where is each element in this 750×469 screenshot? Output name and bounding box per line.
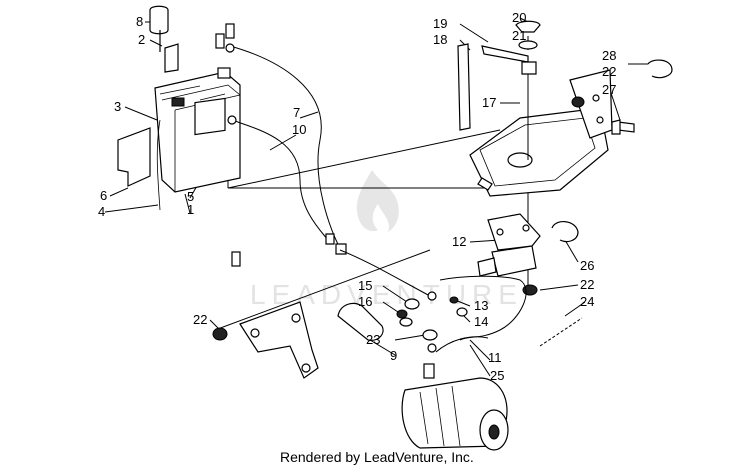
- callout-27: 27: [602, 82, 616, 97]
- callout-6: 6: [100, 188, 107, 203]
- starter-bracket: [212, 301, 319, 379]
- callout-8: 8: [136, 14, 143, 29]
- callout-10: 10: [292, 122, 306, 137]
- callout-3: 3: [114, 99, 121, 114]
- callout-17: 17: [482, 95, 496, 110]
- callout-22-solenoid: 22: [580, 277, 594, 292]
- terminal-boot: [337, 302, 384, 341]
- tray-hardware: [571, 59, 673, 135]
- spring-and-clip: [522, 221, 583, 347]
- callout-9: 9: [390, 348, 397, 363]
- callout-21: 21: [512, 28, 526, 43]
- callout-5: 5: [187, 189, 194, 204]
- callout-7: 7: [293, 105, 300, 120]
- battery-tray: [469, 69, 613, 197]
- watermark: LEADVENTURE: [250, 170, 517, 310]
- battery: [149, 5, 241, 211]
- callout-11: 11: [488, 350, 502, 365]
- battery-cables: [215, 23, 347, 267]
- callout-23: 23: [366, 332, 380, 347]
- callout-25: 25: [490, 368, 504, 383]
- callout-2: 2: [138, 32, 145, 47]
- watermark-flame-icon: [356, 170, 399, 232]
- callout-24: 24: [580, 294, 594, 309]
- battery-bracket: [117, 127, 151, 187]
- callout-20: 20: [512, 10, 526, 25]
- callout-14: 14: [474, 314, 488, 329]
- callout-26: 26: [580, 258, 594, 273]
- callout-1: 1: [187, 202, 194, 217]
- callout-15: 15: [358, 278, 372, 293]
- starter-solenoid: [477, 213, 541, 277]
- nuts-and-washers: [396, 296, 468, 341]
- callout-labels: 1 2 3 4 5 6 7 8 9 10 11 12 13 14 15 16 1…: [98, 10, 616, 383]
- callout-19: 19: [433, 16, 447, 31]
- hold-down-strap: [457, 20, 541, 131]
- callout-13: 13: [474, 298, 488, 313]
- callout-18: 18: [433, 32, 447, 47]
- callout-12: 12: [452, 234, 466, 249]
- callout-16: 16: [358, 294, 372, 309]
- callout-22-bracket: 22: [193, 312, 207, 327]
- callout-4: 4: [98, 204, 105, 219]
- callout-28: 28: [602, 48, 616, 63]
- callout-22-tray: 22: [602, 64, 616, 79]
- starter-cables: [339, 249, 527, 353]
- starter-motor: [401, 363, 509, 451]
- footer-credit: Rendered by LeadVenture, Inc.: [280, 449, 474, 465]
